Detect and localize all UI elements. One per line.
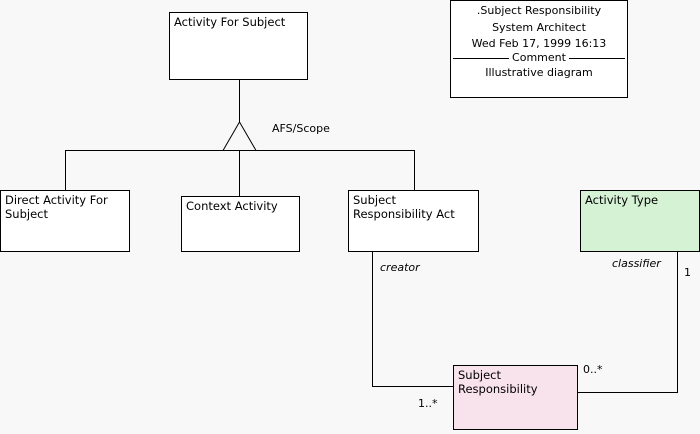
class-context-activity[interactable]: Context Activity	[181, 196, 300, 252]
class-activity-for-subject[interactable]: Activity For Subject	[169, 12, 308, 80]
note-divider-rule-left	[453, 58, 510, 59]
note-divider: Comment	[451, 50, 627, 65]
class-label: Activity For Subject	[174, 15, 286, 29]
note-body: Illustrative diagram	[485, 65, 593, 79]
generalization-label: AFS/Scope	[272, 122, 330, 135]
association-creator-horizontal	[372, 386, 454, 387]
class-activity-type[interactable]: Activity Type	[580, 190, 700, 252]
generalization-drop-context-activity	[239, 150, 240, 196]
association-role-creator: creator	[380, 261, 420, 274]
association-multiplicity-creator: 1..*	[418, 397, 438, 410]
class-subject-responsibility-act[interactable]: Subject Responsibility Act	[348, 190, 479, 252]
class-direct-activity-for-subject[interactable]: Direct Activity For Subject	[0, 190, 130, 252]
generalization-stem-top	[239, 80, 240, 122]
association-multiplicity-classifier-source: 1	[684, 266, 691, 279]
note-author: System Architect	[492, 20, 586, 34]
association-multiplicity-classifier-target: 0..*	[583, 363, 603, 376]
class-label: Direct Activity For Subject	[5, 193, 108, 221]
class-label: Subject Responsibility Act	[353, 193, 455, 221]
note-title: .Subject Responsibility	[476, 4, 602, 17]
generalization-bar	[65, 150, 415, 151]
note-divider-label: Comment	[512, 50, 566, 64]
association-classifier-horizontal	[578, 392, 678, 393]
class-label: Subject Responsibility	[458, 368, 538, 396]
generalization-drop-subject-responsibility-act	[414, 150, 415, 190]
association-role-classifier: classifier	[612, 257, 661, 270]
class-label: Context Activity	[186, 199, 278, 213]
generalization-drop-direct-activity	[65, 150, 66, 190]
association-classifier-vertical	[677, 252, 678, 393]
note-timestamp: Wed Feb 17, 1999 16:13	[471, 37, 607, 50]
note-divider-rule-right	[568, 58, 625, 59]
class-label: Activity Type	[585, 193, 659, 207]
class-subject-responsibility[interactable]: Subject Responsibility	[453, 365, 578, 430]
association-creator-vertical	[372, 252, 373, 386]
comment-note[interactable]: .Subject Responsibility System Architect…	[450, 0, 628, 98]
